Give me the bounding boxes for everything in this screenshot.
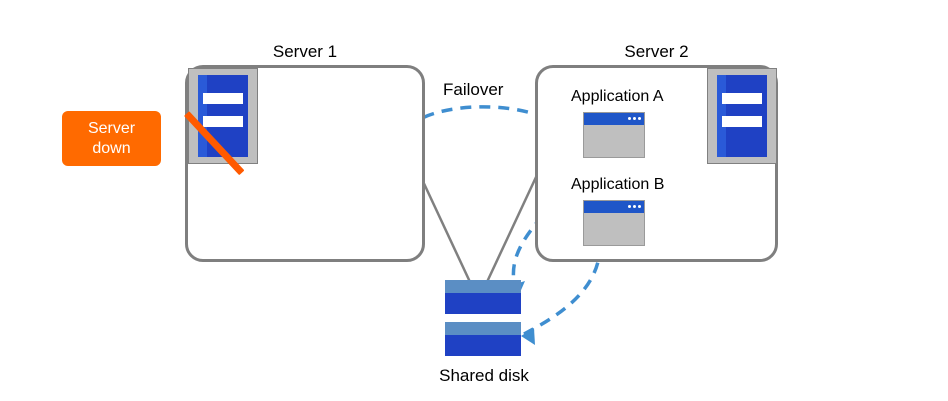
application-b-window-icon [583,200,645,246]
server-1-computer-icon [184,68,258,176]
status-badge-server-down: Server down [62,111,161,166]
window-controls-icon [628,205,641,208]
computer-screen-bar [722,116,762,127]
window-controls-icon [628,117,641,120]
arrow-failover [406,105,546,130]
window-titlebar [584,113,644,125]
status-badge-line-1: Server [87,119,136,137]
wire-server1-to-disk [418,174,472,283]
shared-disk-unit [445,322,521,356]
computer-screen-bar [203,116,243,127]
arrow-appB-to-disk-head [521,328,535,345]
shared-disk-label: Shared disk [439,366,529,385]
window-titlebar [584,201,644,213]
application-b-label: Application B [571,176,665,193]
disk-unit-top [445,280,521,293]
status-badge-line-2: down [92,139,131,157]
application-a-label: Application A [571,88,664,105]
server-2-computer-icon [707,68,777,164]
server-1-title: Server 1 [272,42,338,61]
server-2-title: Server 2 [624,42,689,61]
computer-screen-strip [716,74,726,158]
failover-label: Failover [443,80,504,99]
computer-screen-strip [197,74,207,158]
computer-screen-bar [722,92,762,104]
application-a-window-icon [583,112,645,158]
shared-disk-unit [445,280,521,314]
disk-unit-top [445,322,521,335]
computer-screen-bar [203,92,243,104]
wire-server2-to-disk [485,174,539,283]
